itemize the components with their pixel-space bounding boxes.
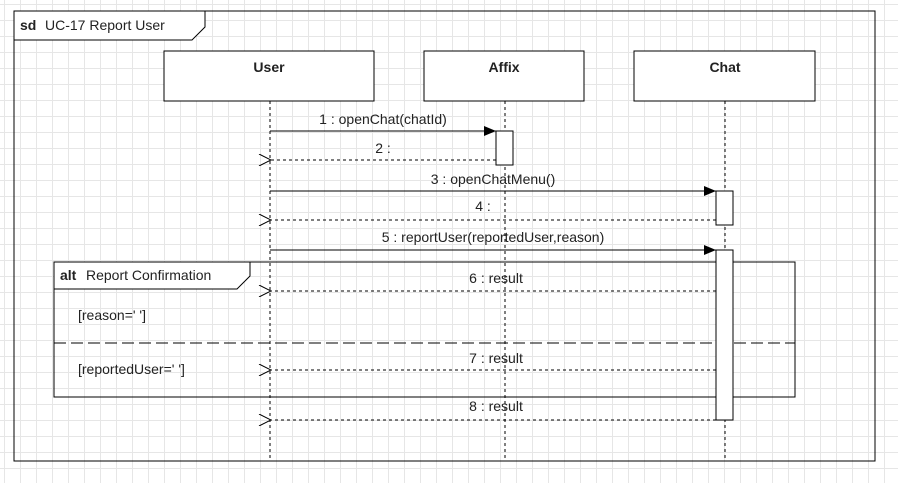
lifeline-user-box[interactable] <box>163 50 375 102</box>
alt-guard-1: [reason=' '] <box>78 307 146 323</box>
activation-affix <box>495 130 514 166</box>
lifeline-user-label: User <box>253 59 285 75</box>
message-1-label: 1 : openChat(chatId) <box>319 111 447 127</box>
activation-chat-2 <box>715 249 734 421</box>
message-2-label: 2 : <box>375 140 391 156</box>
message-7-label: 7 : result <box>469 350 523 366</box>
alt-guard-2: [reportedUser=' '] <box>78 361 185 377</box>
sd-frame-keyword: sd <box>20 17 36 33</box>
lifeline-affix-box[interactable] <box>423 50 585 102</box>
alt-fragment <box>53 261 796 398</box>
message-5-label: 5 : reportUser(reportedUser,reason) <box>382 229 605 245</box>
lifeline-affix-label: Affix <box>488 59 519 75</box>
lifeline-chat-box[interactable] <box>633 50 816 102</box>
sd-frame-tab <box>13 10 206 41</box>
activation-chat-1 <box>715 190 734 226</box>
alt-fragment-operator: alt <box>60 267 77 283</box>
sd-frame <box>13 10 876 462</box>
message-8-label: 8 : result <box>469 398 523 414</box>
lifeline-chat-label: Chat <box>709 59 740 75</box>
alt-fragment-title: Report Confirmation <box>86 267 211 283</box>
message-6-label: 6 : result <box>469 270 523 286</box>
message-3-label: 3 : openChatMenu() <box>431 171 556 187</box>
message-4-label: 4 : <box>475 198 491 214</box>
sd-frame-title: UC-17 Report User <box>45 17 165 33</box>
alt-fragment-tab <box>53 261 251 290</box>
